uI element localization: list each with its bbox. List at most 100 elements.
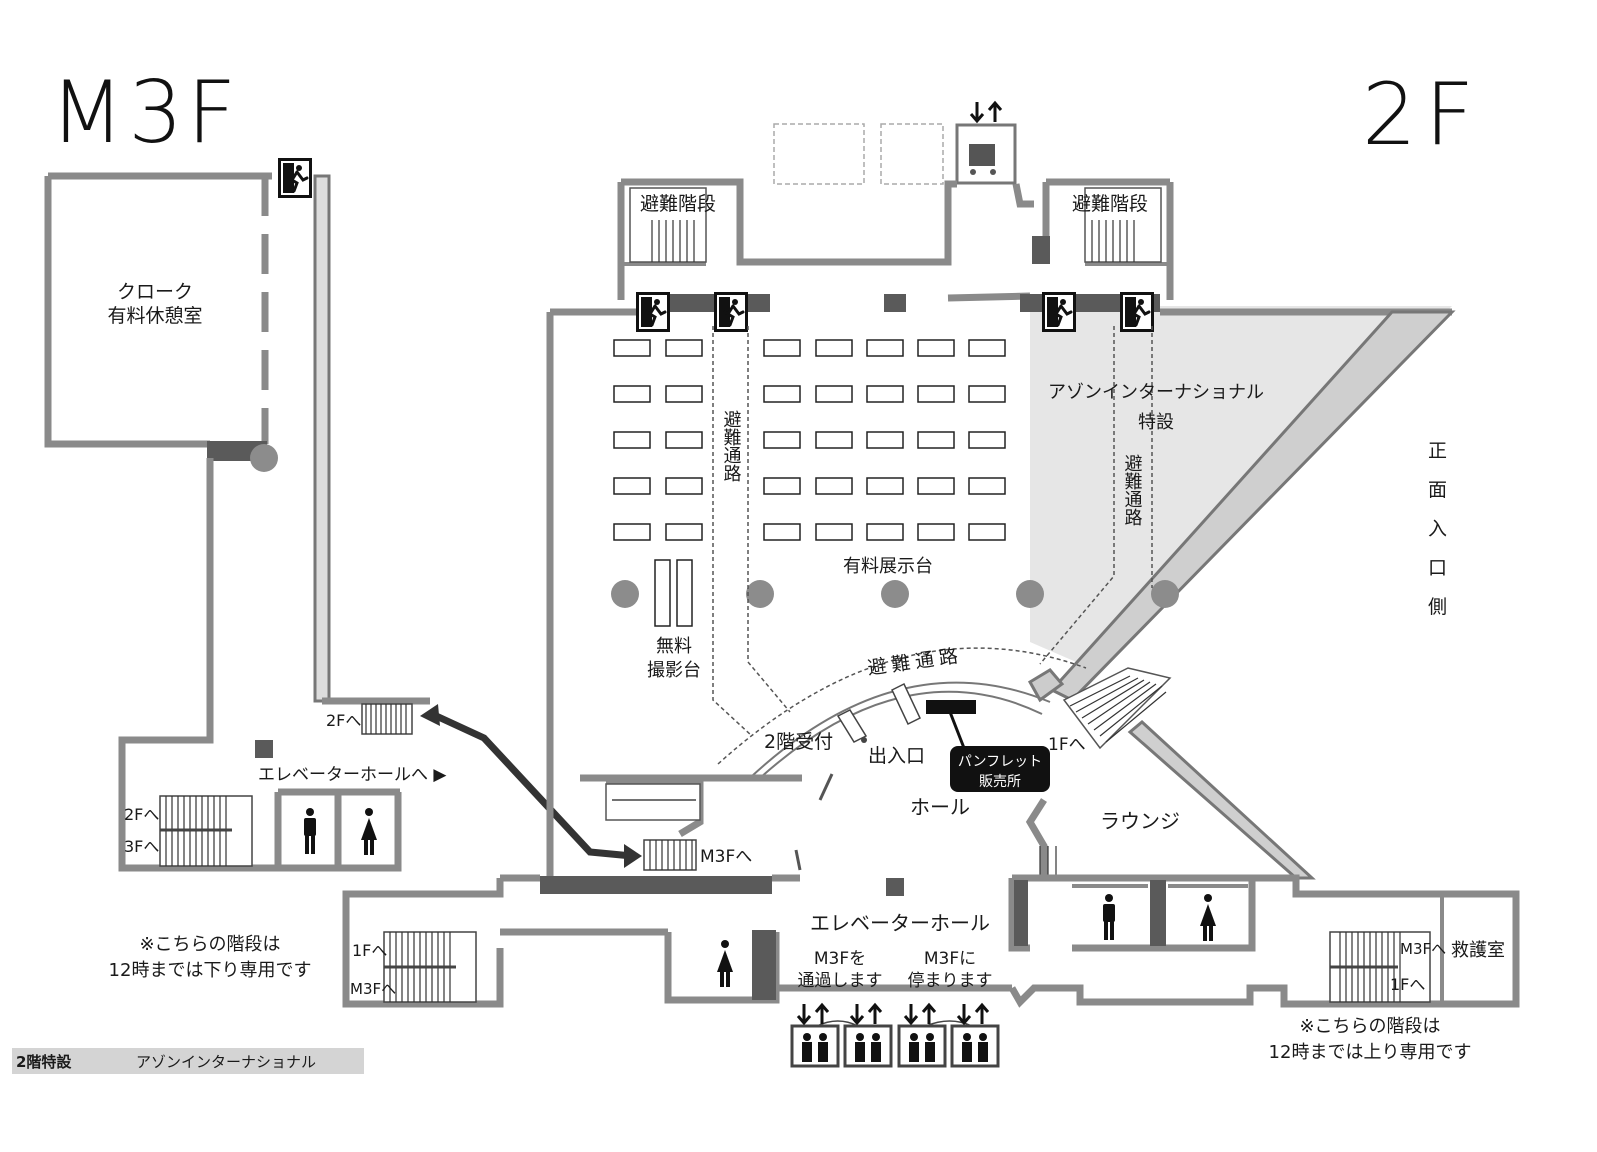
- exhibit-table: [763, 339, 801, 357]
- free-photo-label-line2: 撮影台: [647, 660, 701, 681]
- exhibit-table: [763, 523, 801, 541]
- exhibit-table: [866, 523, 904, 541]
- cloak-label: クローク: [117, 281, 193, 303]
- updown-arrows-icon: [903, 1002, 937, 1026]
- emergency-stairs-left: [629, 187, 707, 263]
- woman-icon: [1200, 894, 1216, 941]
- emergency-exit-icon: [1118, 290, 1156, 334]
- azone-special-label: 特設: [1138, 412, 1174, 433]
- pamphlet-stand: [926, 700, 976, 714]
- free-photo-table: [676, 559, 693, 627]
- evac-route-vertical-left: 避難通路: [721, 410, 742, 482]
- m3f-plan: [44, 156, 642, 872]
- exhibit-table: [917, 477, 955, 495]
- reception-label: 2階受付: [764, 731, 833, 753]
- woman-icon: [361, 808, 377, 855]
- elevator-pass-line2: 通過します: [798, 971, 883, 991]
- elevator-hall-link[interactable]: エレベーターホールへ ▶: [258, 765, 447, 785]
- pamphlet-label-line1: パンフレット: [958, 754, 1042, 770]
- arrow-head-icon: [624, 844, 642, 868]
- paid-exhibit-tables: [613, 339, 1006, 541]
- exhibit-table: [613, 339, 651, 357]
- exhibit-table: [613, 523, 651, 541]
- exhibit-table: [968, 431, 1006, 449]
- elevator-icon: [790, 1024, 840, 1068]
- stairs-2f-lower-left: [383, 931, 477, 1003]
- emergency-exit-icon: [1040, 290, 1078, 334]
- stairs-label-to-2f: 2Fへ: [326, 711, 361, 730]
- rest-room-label: 有料休憩室: [107, 305, 202, 327]
- first-aid-room-label: 救護室: [1451, 940, 1505, 961]
- stairs-label-to-m3f: M3Fへ: [700, 847, 752, 867]
- elevator-icon: [843, 1024, 893, 1068]
- stairs-2f-lower-right: [1329, 931, 1431, 1003]
- exhibit-table: [763, 385, 801, 403]
- elevator-hall-label: エレベーターホール: [810, 911, 990, 935]
- exhibit-table: [613, 431, 651, 449]
- entrance-label: 出入口: [868, 745, 925, 767]
- legend-label: 2階特設: [16, 1053, 72, 1071]
- floor-title-m3f: M3F: [50, 63, 240, 163]
- stairs-2f-to-m3f: [643, 839, 697, 871]
- stairs-m3f-left: [159, 795, 253, 867]
- azone-area-label: アゾンインターナショナル: [1048, 382, 1264, 403]
- stairs-label-to-m3f: M3Fへ: [350, 980, 396, 998]
- exhibit-table: [968, 523, 1006, 541]
- hall-label: ホール: [910, 795, 970, 819]
- legend-bar: [12, 1048, 364, 1074]
- exhibit-table: [866, 339, 904, 357]
- exhibit-table: [917, 385, 955, 403]
- exhibit-table: [665, 431, 703, 449]
- elevator-stop-line2: 停まります: [908, 971, 993, 991]
- exhibit-table: [917, 431, 955, 449]
- emergency-exit-icon: [276, 156, 314, 200]
- note-down-only-line2: 12時までは下り専用です: [109, 960, 312, 981]
- evac-route-curved: 避難通路: [866, 644, 964, 679]
- exhibit-table: [613, 477, 651, 495]
- free-photo-table: [654, 559, 671, 627]
- exhibit-table: [866, 385, 904, 403]
- exhibit-table: [815, 385, 853, 403]
- exhibit-table: [815, 523, 853, 541]
- front-entrance-side-label: 正面入口側: [1425, 441, 1447, 636]
- updown-arrows-icon: [849, 1002, 883, 1026]
- arrow-head-icon: [420, 704, 440, 726]
- man-icon: [1103, 894, 1115, 940]
- lounge-label: ラウンジ: [1100, 809, 1180, 833]
- stairs-label-to-1f: 1Fへ: [1390, 975, 1425, 994]
- exhibit-table: [665, 477, 703, 495]
- exhibit-table: [815, 431, 853, 449]
- exhibit-table: [665, 523, 703, 541]
- elevator-pass-line1: M3Fを: [814, 949, 866, 969]
- floor-title-2f: 2F: [1362, 65, 1482, 165]
- elevator-stop-line1: M3Fに: [924, 949, 976, 969]
- legend-value: アゾンインターナショナル: [136, 1053, 316, 1071]
- updown-arrows-icon: [796, 1002, 830, 1026]
- stairs-label-to-2f: 2Fへ: [124, 805, 159, 824]
- emergency-stairs-right: [1084, 187, 1162, 263]
- elevator-icon: [950, 1024, 1000, 1068]
- 2f-plan: [342, 100, 1520, 1068]
- exhibit-table: [665, 385, 703, 403]
- emergency-exit-icon: [712, 290, 750, 334]
- emergency-stairs-label: 避難階段: [640, 193, 716, 215]
- exhibit-table: [917, 523, 955, 541]
- evac-route-vertical-right: 避難通路: [1122, 454, 1143, 526]
- emergency-exit-icon: [634, 290, 672, 334]
- stairs-2f-to-1f: [1062, 667, 1172, 750]
- exhibit-table: [763, 431, 801, 449]
- exhibit-table: [866, 477, 904, 495]
- note-up-only-line1: ※こちらの階段は: [1299, 1016, 1440, 1037]
- stairs-label-to-1f: 1Fへ: [352, 941, 387, 960]
- man-icon: [304, 808, 316, 854]
- exhibit-table: [866, 431, 904, 449]
- pamphlet-sale-badge: [950, 746, 1050, 792]
- exhibit-table: [613, 385, 651, 403]
- stairs-label-to-3f: 3Fへ: [124, 837, 159, 856]
- exhibit-table: [968, 385, 1006, 403]
- elevator-icon: [897, 1024, 947, 1068]
- service-elevator-icon: [955, 100, 1017, 185]
- paid-exhibit-label: 有料展示台: [843, 556, 933, 577]
- stairs-label-to-1f: 1Fへ: [1048, 735, 1086, 755]
